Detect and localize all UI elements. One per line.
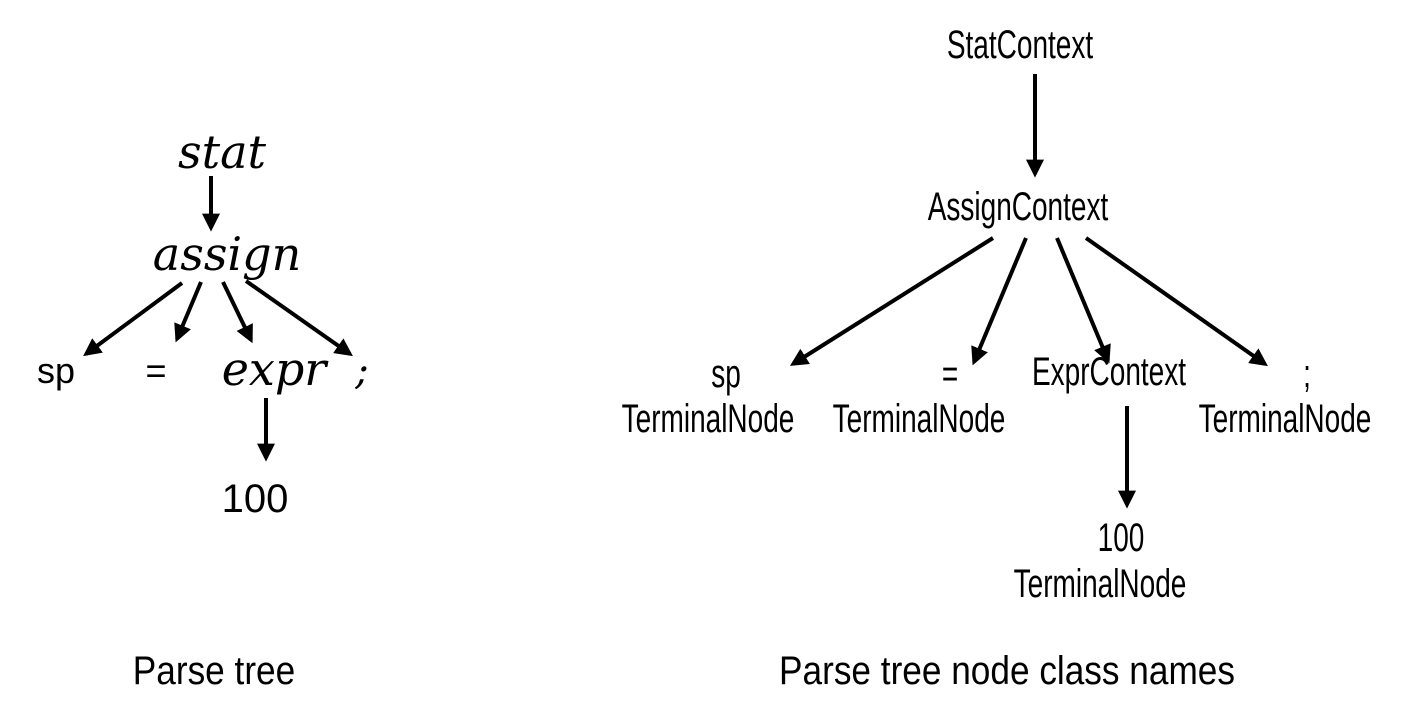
- left-node-stat: stat: [177, 125, 267, 179]
- right-node-sp-class: TerminalNode: [621, 397, 795, 441]
- right-caption: Parse tree node class names: [779, 649, 1235, 693]
- right-edge-assign-eq: [971, 237, 1028, 366]
- left-node-assign: assign: [152, 227, 302, 281]
- right-node-100-class: TerminalNode: [1013, 562, 1187, 606]
- right-node-sp: sp: [711, 352, 741, 396]
- left-node-expr: expr: [221, 342, 327, 396]
- right-edge-assign-semi: [1084, 236, 1268, 367]
- right-node-semicolon-class: TerminalNode: [1198, 397, 1372, 441]
- right-node-assigncontext: AssignContext: [927, 185, 1109, 229]
- left-caption: Parse tree: [132, 649, 296, 693]
- right-node-exprcontext: ExprContext: [1031, 350, 1187, 394]
- left-node-100: 100: [221, 477, 289, 521]
- left-node-sp: sp: [36, 350, 76, 391]
- left-edge-assign-eq: [174, 281, 203, 343]
- right-node-equals: =: [941, 352, 959, 396]
- right-node-statcontext: StatContext: [946, 23, 1094, 67]
- left-edge-assign-sp: [83, 281, 184, 357]
- right-node-100: 100: [1097, 516, 1145, 560]
- right-edge-assign-sp: [789, 236, 995, 366]
- right-edge-assign-expr: [1055, 237, 1111, 364]
- right-node-equals-class: TerminalNode: [832, 397, 1006, 441]
- left-node-semicolon: ;: [355, 348, 369, 394]
- right-node-semicolon: ;: [1303, 352, 1311, 396]
- left-node-equals: =: [145, 350, 167, 391]
- left-edge-assign-expr: [221, 281, 253, 344]
